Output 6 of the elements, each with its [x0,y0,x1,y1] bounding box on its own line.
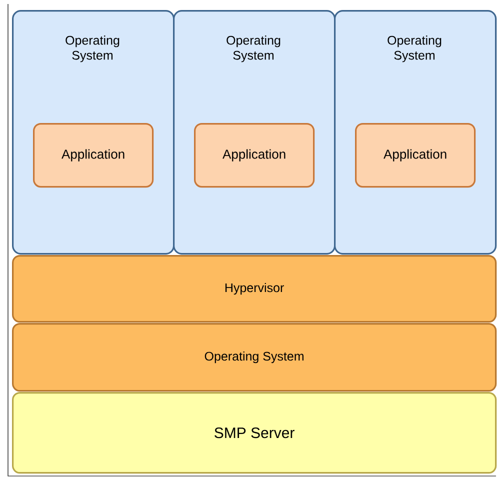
layer-box: Operating System [12,323,497,392]
application-box: Application [194,123,315,188]
application-box: Application [33,123,154,188]
layer-box: SMP Server [12,392,497,474]
application-box: Application [355,123,476,188]
layer-box: Hypervisor [12,255,497,323]
